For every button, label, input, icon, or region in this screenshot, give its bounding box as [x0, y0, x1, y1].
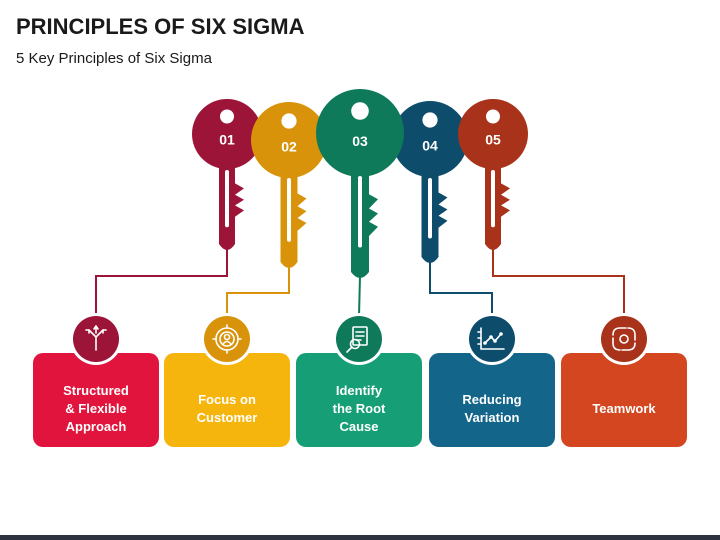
key-02: 02 — [251, 102, 327, 268]
principle-card-04: Reducing Variation — [429, 353, 555, 447]
connector-line-01 — [95, 248, 228, 316]
principle-label: Reducing Variation — [462, 391, 522, 425]
key-number-03: 03 — [352, 133, 368, 149]
principle-label: Focus on Customer — [196, 391, 258, 425]
page-title: PRINCIPLES OF SIX SIGMA — [16, 14, 305, 39]
keys-group: 01 02 04 05 03 — [192, 89, 528, 278]
key-number-02: 02 — [281, 138, 297, 154]
principle-card-01: Structured & Flexible Approach — [33, 353, 159, 447]
principle-card-02: Focus on Customer — [164, 353, 290, 447]
bottom-bar — [0, 535, 720, 540]
principle-label: Structured & Flexible Approach — [63, 382, 129, 435]
key-number-04: 04 — [422, 137, 438, 153]
connector-line-03 — [358, 275, 361, 317]
principle-label: Identify the Root Cause — [332, 382, 386, 435]
key-03: 03 — [316, 89, 404, 278]
principle-label: Teamwork — [592, 400, 656, 416]
key-01: 01 — [192, 99, 262, 250]
key-04: 04 — [392, 101, 468, 263]
connector-line-05 — [492, 248, 625, 316]
connector-line-04 — [429, 261, 493, 316]
principle-card-05: Teamwork — [561, 353, 687, 447]
connector-lines — [95, 248, 625, 317]
connector-line-02 — [226, 266, 290, 316]
key-number-01: 01 — [219, 132, 235, 148]
page-subtitle: 5 Key Principles of Six Sigma — [16, 50, 212, 67]
key-05: 05 — [458, 99, 528, 250]
key-number-05: 05 — [485, 132, 501, 148]
principle-card-03: Identify the Root Cause — [296, 353, 422, 447]
